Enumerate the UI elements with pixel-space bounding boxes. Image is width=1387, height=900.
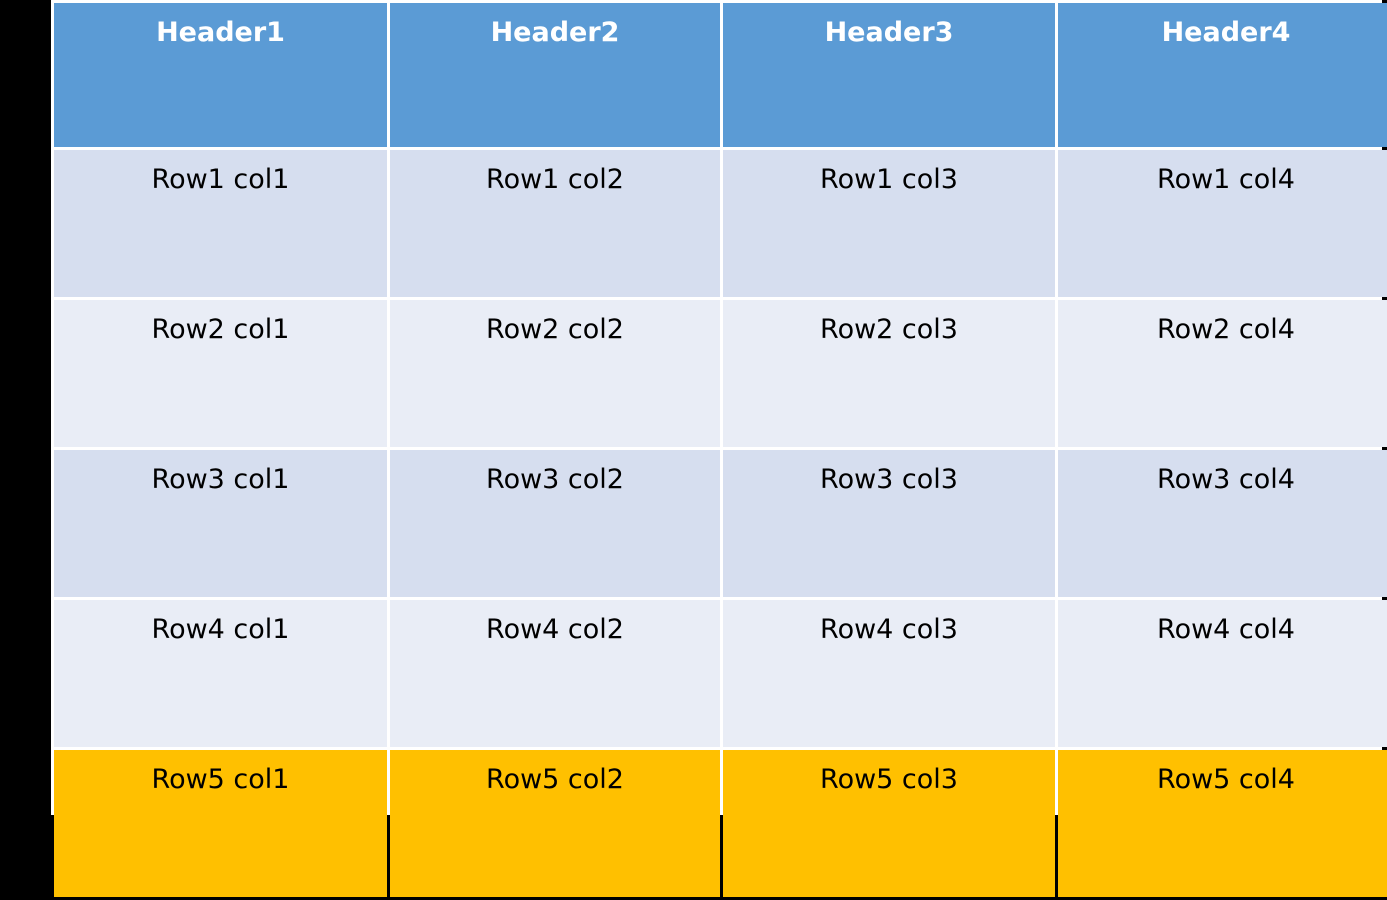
table-cell: Row4 col4	[1058, 600, 1387, 747]
screenshot-canvas: Header1 Header2 Header3 Header4 Row1 col…	[51, 0, 1387, 897]
table-cell: Row5 col2	[390, 750, 720, 897]
table-cell: Row1 col3	[723, 150, 1055, 297]
column-header-1[interactable]: Header1	[54, 3, 387, 147]
table-body: Row1 col1 Row1 col2 Row1 col3 Row1 col4 …	[54, 150, 1387, 897]
table-cell: Row4 col3	[723, 600, 1055, 747]
table-cell: Row3 col3	[723, 450, 1055, 597]
table-row: Row3 col1 Row3 col2 Row3 col3 Row3 col4	[54, 450, 1387, 597]
column-header-2[interactable]: Header2	[390, 3, 720, 147]
table-row: Row4 col1 Row4 col2 Row4 col3 Row4 col4	[54, 600, 1387, 747]
table-row: Row2 col1 Row2 col2 Row2 col3 Row2 col4	[54, 300, 1387, 447]
table-cell: Row4 col2	[390, 600, 720, 747]
table-cell: Row1 col1	[54, 150, 387, 297]
column-header-4[interactable]: Header4	[1058, 3, 1387, 147]
table-row: Row1 col1 Row1 col2 Row1 col3 Row1 col4	[54, 150, 1387, 297]
table-cell: Row2 col2	[390, 300, 720, 447]
table-row-highlighted: Row5 col1 Row5 col2 Row5 col3 Row5 col4	[54, 750, 1387, 897]
table-cell: Row4 col1	[54, 600, 387, 747]
table-cell: Row2 col4	[1058, 300, 1387, 447]
table-cell: Row3 col2	[390, 450, 720, 597]
table-cell: Row5 col1	[54, 750, 387, 897]
table-container: Header1 Header2 Header3 Header4 Row1 col…	[51, 0, 1387, 897]
table-cell: Row1 col2	[390, 150, 720, 297]
table-cell: Row5 col4	[1058, 750, 1387, 897]
header-row: Header1 Header2 Header3 Header4	[54, 3, 1387, 147]
table-cell: Row5 col3	[723, 750, 1055, 897]
data-table: Header1 Header2 Header3 Header4 Row1 col…	[51, 0, 1387, 900]
table-cell: Row3 col1	[54, 450, 387, 597]
table-cell: Row2 col1	[54, 300, 387, 447]
table-cell: Row3 col4	[1058, 450, 1387, 597]
column-header-3[interactable]: Header3	[723, 3, 1055, 147]
table-cell: Row1 col4	[1058, 150, 1387, 297]
table-header: Header1 Header2 Header3 Header4	[54, 3, 1387, 147]
table-cell: Row2 col3	[723, 300, 1055, 447]
